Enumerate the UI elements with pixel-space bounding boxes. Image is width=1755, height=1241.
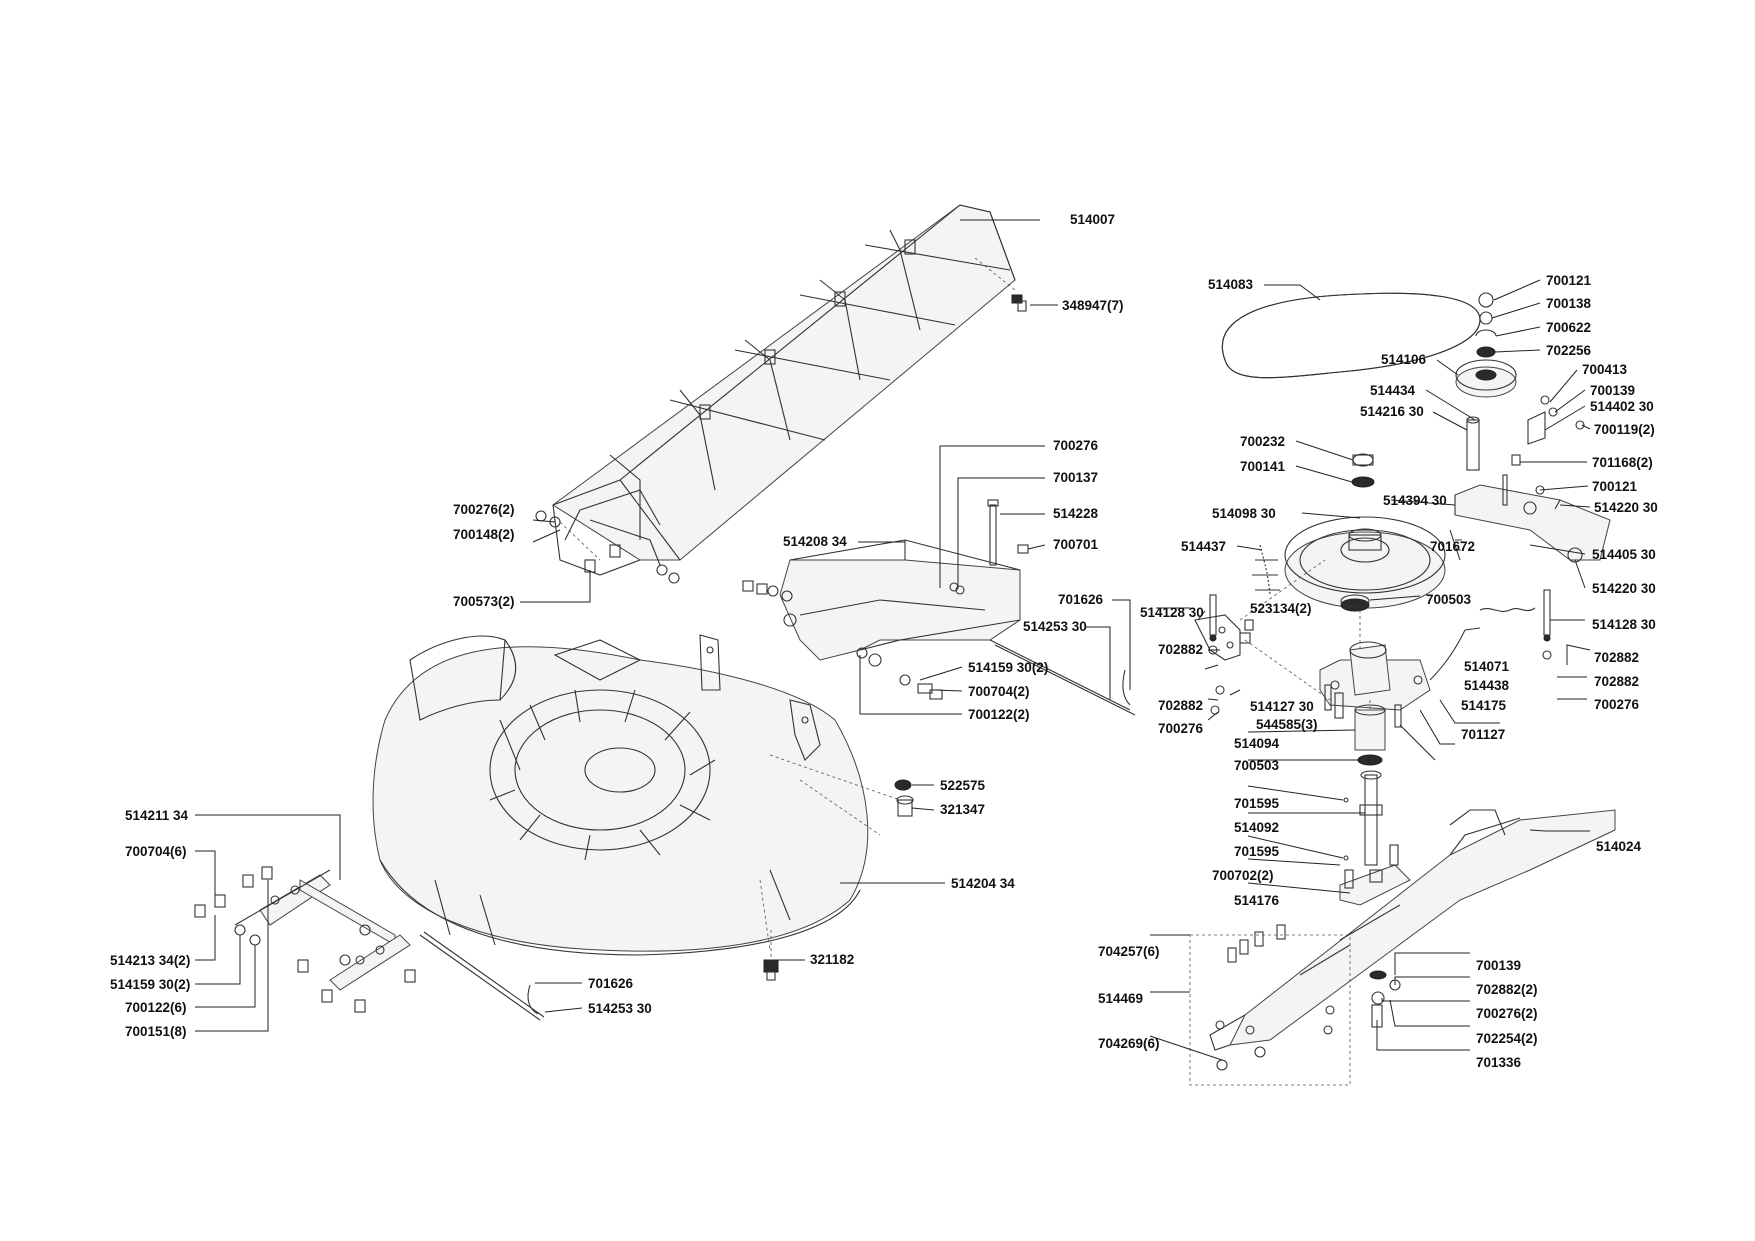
label-514220-b: 514220 30 xyxy=(1592,581,1656,596)
label-701595-b: 701595 xyxy=(1234,844,1280,859)
label-700276-l: 700276 xyxy=(1158,721,1204,736)
label-701626-top: 701626 xyxy=(1058,592,1104,607)
label-514437: 514437 xyxy=(1181,539,1226,554)
label-514211: 514211 34 xyxy=(125,808,189,823)
label-700121-a: 700121 xyxy=(1546,273,1592,288)
label-514213: 514213 34(2) xyxy=(110,953,190,968)
label-700622: 700622 xyxy=(1546,320,1591,335)
label-514098: 514098 30 xyxy=(1212,506,1276,521)
label-704269-6: 704269(6) xyxy=(1098,1036,1160,1051)
label-700276-r: 700276 xyxy=(1594,697,1640,712)
label-514253-top: 514253 30 xyxy=(1023,619,1087,634)
label-348947: 348947(7) xyxy=(1062,298,1124,313)
label-522575: 522575 xyxy=(940,778,986,793)
label-700141: 700141 xyxy=(1240,459,1286,474)
label-701672: 701672 xyxy=(1430,539,1475,554)
label-514228: 514228 xyxy=(1053,506,1099,521)
label-514405: 514405 30 xyxy=(1592,547,1656,562)
label-700139-b: 700139 xyxy=(1476,958,1521,973)
label-514402: 514402 30 xyxy=(1590,399,1654,414)
label-514253-bot: 514253 30 xyxy=(588,1001,652,1016)
label-702254-2: 702254(2) xyxy=(1476,1031,1538,1046)
label-700122-6: 700122(6) xyxy=(125,1000,187,1015)
label-700148-2: 700148(2) xyxy=(453,527,515,542)
label-700701: 700701 xyxy=(1053,537,1099,552)
label-700151-8: 700151(8) xyxy=(125,1024,187,1039)
label-514220-a: 514220 30 xyxy=(1594,500,1658,515)
label-514128-r: 514128 30 xyxy=(1592,617,1656,632)
label-514106: 514106 xyxy=(1381,352,1427,367)
deck-hardware xyxy=(763,779,914,981)
label-700276-2b: 700276(2) xyxy=(1476,1006,1538,1021)
label-700139-a: 700139 xyxy=(1590,383,1635,398)
label-514159-2-bot: 514159 30(2) xyxy=(110,977,190,992)
leader-lines xyxy=(195,219,1591,1061)
label-514024: 514024 xyxy=(1596,839,1642,854)
label-544585-3: 544585(3) xyxy=(1256,717,1318,732)
label-704257-6: 704257(6) xyxy=(1098,944,1160,959)
spindle-shaft xyxy=(1339,704,1411,906)
label-702882-b: 702882 xyxy=(1158,698,1203,713)
label-514438: 514438 xyxy=(1464,678,1510,693)
label-321347: 321347 xyxy=(940,802,985,817)
drive-belt xyxy=(1221,292,1481,379)
label-702882-2: 702882(2) xyxy=(1476,982,1538,997)
label-700503-a: 700503 xyxy=(1426,592,1472,607)
label-514092: 514092 xyxy=(1234,820,1279,835)
label-701626-bot: 701626 xyxy=(588,976,634,991)
label-514434: 514434 xyxy=(1370,383,1416,398)
label-514204: 514204 34 xyxy=(951,876,1015,891)
hitch-bracket xyxy=(742,499,1136,716)
label-700276-2: 700276(2) xyxy=(453,502,515,517)
label-701336: 701336 xyxy=(1476,1055,1522,1070)
label-702256: 702256 xyxy=(1546,343,1592,358)
label-514094: 514094 xyxy=(1234,736,1280,751)
label-700119-2: 700119(2) xyxy=(1594,422,1655,437)
label-514128-l: 514128 30 xyxy=(1140,605,1204,620)
label-700232: 700232 xyxy=(1240,434,1285,449)
front-bracket xyxy=(194,866,545,1021)
label-321182: 321182 xyxy=(810,952,854,967)
label-514176: 514176 xyxy=(1234,893,1280,908)
label-701595-a: 701595 xyxy=(1234,796,1280,811)
label-702882-r2: 702882 xyxy=(1594,674,1639,689)
label-702882-r1: 702882 xyxy=(1594,650,1639,665)
label-514216: 514216 30 xyxy=(1360,404,1424,419)
label-701127: 701127 xyxy=(1461,727,1505,742)
label-514127: 514127 30 xyxy=(1250,699,1314,714)
mower-deck xyxy=(372,634,901,956)
label-514208: 514208 34 xyxy=(783,534,847,549)
idler-assembly xyxy=(1449,292,1611,563)
label-514469: 514469 xyxy=(1098,991,1143,1006)
label-700121-b: 700121 xyxy=(1592,479,1638,494)
cutting-blade xyxy=(1209,809,1616,1051)
drive-pulley xyxy=(1252,453,1446,609)
label-700503-b: 700503 xyxy=(1234,758,1280,773)
label-514007: 514007 xyxy=(1070,212,1115,227)
label-700704-2: 700704(2) xyxy=(968,684,1030,699)
label-702882-a: 702882 xyxy=(1158,642,1203,657)
part-labels: 514007 348947(7) 700276(2) 700148(2) 700… xyxy=(110,212,1658,1070)
label-700137: 700137 xyxy=(1053,470,1098,485)
label-514159-2-mid: 514159 30(2) xyxy=(968,660,1048,675)
label-514071: 514071 xyxy=(1464,659,1510,674)
label-700702-2: 700702(2) xyxy=(1212,868,1274,883)
label-700413: 700413 xyxy=(1582,362,1628,377)
label-514394: 514394 30 xyxy=(1383,493,1447,508)
label-700276: 700276 xyxy=(1053,438,1099,453)
label-700138: 700138 xyxy=(1546,296,1592,311)
grass-chute xyxy=(552,204,1016,576)
label-514175: 514175 xyxy=(1461,698,1507,713)
label-514083: 514083 xyxy=(1208,277,1254,292)
label-523134-2: 523134(2) xyxy=(1250,601,1312,616)
label-701168-2: 701168(2) xyxy=(1592,455,1653,470)
label-700573-2: 700573(2) xyxy=(453,594,515,609)
spindle-housing xyxy=(1194,559,1552,728)
label-700704-6: 700704(6) xyxy=(125,844,187,859)
label-700122-2: 700122(2) xyxy=(968,707,1030,722)
